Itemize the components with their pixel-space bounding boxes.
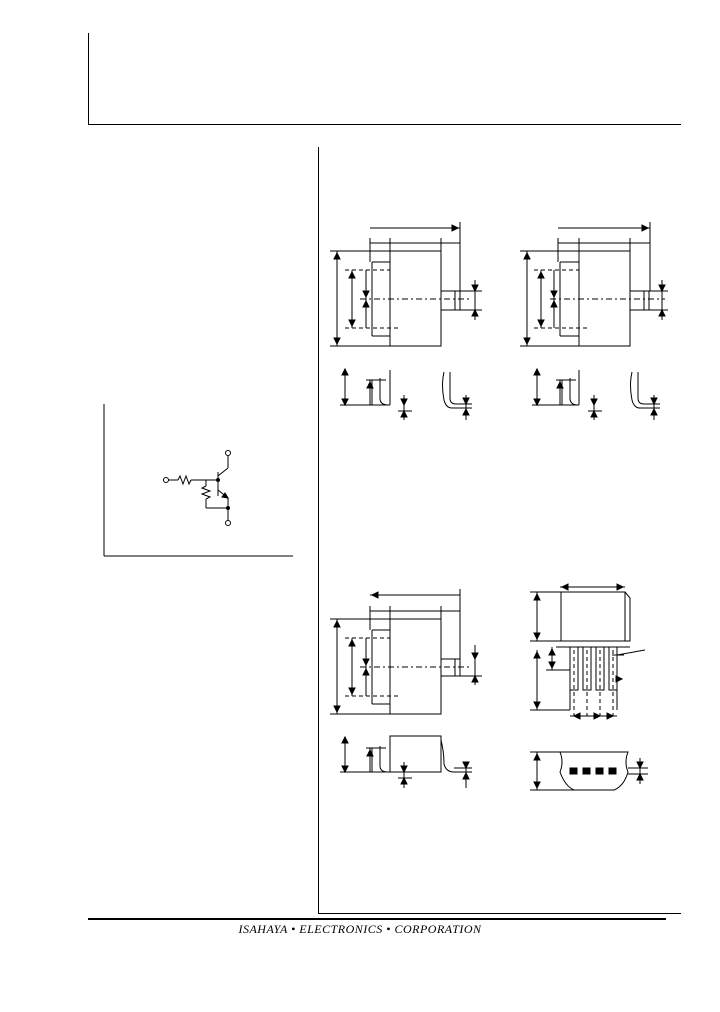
equivalent-circuit-frame — [103, 404, 293, 557]
column-divider — [318, 147, 319, 914]
header-bottom-rule — [88, 124, 681, 125]
package-outline-1 — [330, 222, 482, 420]
package-outline-4 — [530, 583, 648, 791]
transistor-circuit-symbol — [163, 450, 231, 526]
footer-rule — [88, 918, 666, 920]
package-outline-2 — [520, 222, 668, 420]
package-outline-3 — [330, 589, 482, 788]
footer-company-name: ISAHAYA • ELECTRONICS • CORPORATION — [238, 922, 482, 936]
right-column-bottom-rule — [318, 913, 681, 914]
header-left-rule — [88, 33, 89, 125]
